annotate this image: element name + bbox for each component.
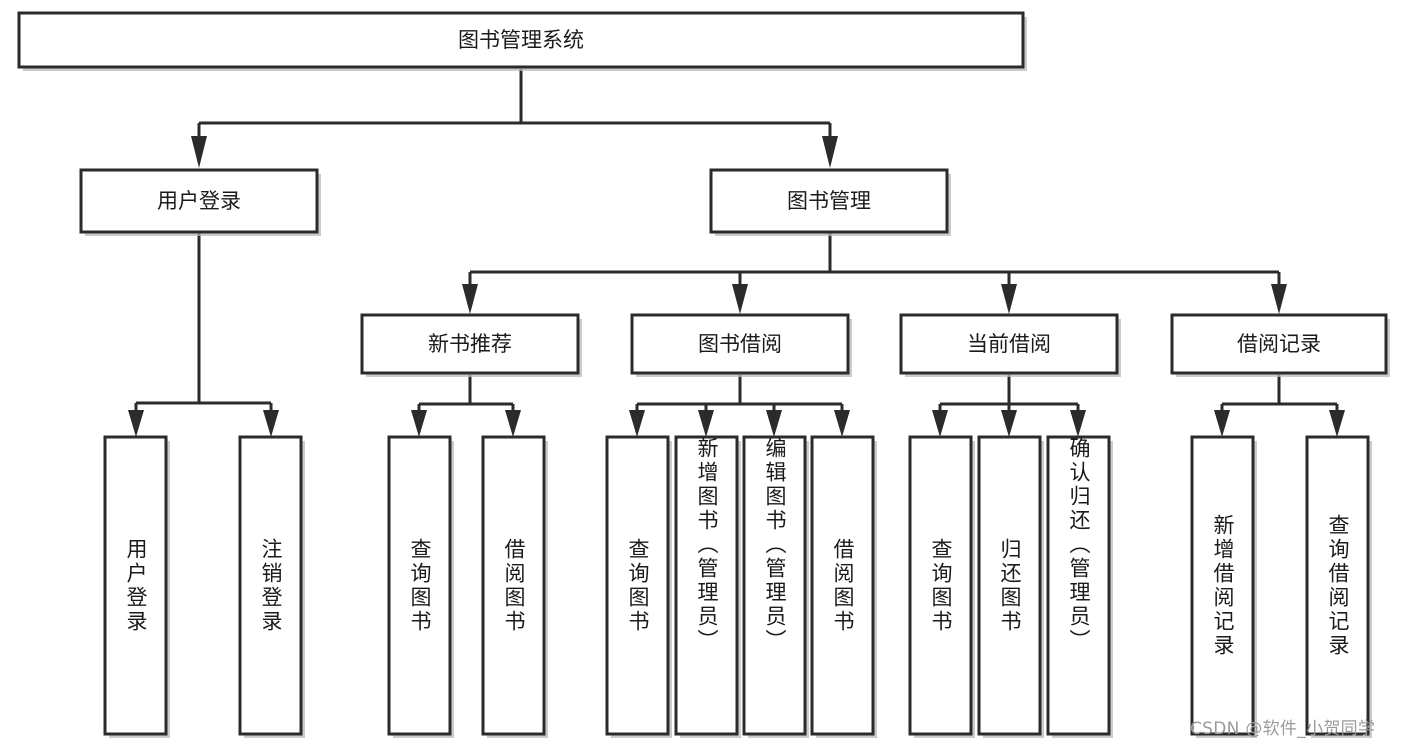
arrow-to-leaf-borrow-book-2 [834, 410, 850, 437]
node-root[interactable]: 图书管理系统 [17, 11, 1027, 71]
node-borrow-record[interactable]: 借阅记录 [1170, 313, 1390, 377]
arrow-to-leaf-user-login [128, 410, 144, 437]
new-book-recommend-box[interactable] [360, 313, 580, 375]
leaf-query-record-box[interactable] [1305, 435, 1370, 736]
node-user-login[interactable]: 用户登录 [79, 168, 321, 236]
connectors-group [128, 69, 1345, 437]
leaf-boxes-group [103, 435, 1372, 738]
leaf-query-book-1-box[interactable] [387, 435, 452, 736]
user-login-box[interactable] [79, 168, 319, 234]
leaf-query-book-3-box[interactable] [908, 435, 973, 736]
arrow-to-leaf-query-record [1329, 410, 1345, 437]
arrow-to-leaf-query-book-3 [932, 410, 948, 437]
leaf-user-login-box[interactable] [103, 435, 168, 736]
arrow-to-leaf-borrow-book-1 [505, 410, 521, 437]
leaf-add-record-box[interactable] [1190, 435, 1255, 736]
arrow-to-leaf-add-record [1214, 410, 1230, 437]
arrow-to-leaf-query-book-1 [411, 410, 427, 437]
root-label: 图书管理系统 [458, 28, 584, 52]
arrow-root-to-book-management [822, 136, 838, 168]
book-management-box[interactable] [709, 168, 949, 234]
leaf-edit-book-box[interactable] [742, 435, 807, 736]
leaf-logout-login-box[interactable] [238, 435, 303, 736]
book-borrow-box[interactable] [630, 313, 850, 375]
arrow-to-borrow-record [1271, 284, 1287, 314]
arrow-to-leaf-return-book [1001, 410, 1017, 437]
leaf-borrow-book-1-box[interactable] [481, 435, 546, 736]
arrow-to-leaf-logout-login [263, 410, 279, 437]
leaf-borrow-book-2-box[interactable] [810, 435, 875, 736]
book-management-label: 图书管理 [787, 189, 871, 213]
node-current-borrow[interactable]: 当前借阅 [899, 313, 1121, 377]
leaf-return-book-box[interactable] [977, 435, 1042, 736]
book-borrow-label: 图书借阅 [698, 332, 782, 356]
root-box[interactable] [17, 11, 1025, 69]
current-borrow-box[interactable] [899, 313, 1119, 375]
arrow-to-leaf-add-book [698, 410, 714, 437]
leaf-add-book-box[interactable] [674, 435, 739, 736]
arrow-to-leaf-query-book-2 [629, 410, 645, 437]
node-book-management[interactable]: 图书管理 [709, 168, 951, 236]
current-borrow-label: 当前借阅 [967, 332, 1051, 356]
arrow-to-current-borrow [1001, 284, 1017, 314]
arrow-to-book-borrow [732, 284, 748, 314]
leaf-query-book-2-box[interactable] [605, 435, 670, 736]
arrow-to-leaf-edit-book [766, 410, 782, 437]
arrow-to-new-book-recommend [462, 284, 478, 314]
user-login-label: 用户登录 [157, 189, 241, 213]
borrow-record-label: 借阅记录 [1237, 332, 1321, 356]
node-book-borrow[interactable]: 图书借阅 [630, 313, 852, 377]
arrow-to-leaf-confirm-return [1070, 410, 1086, 437]
leaf-confirm-return-box[interactable] [1046, 435, 1111, 736]
arrow-root-to-user-login [191, 136, 207, 168]
borrow-record-box[interactable] [1170, 313, 1388, 375]
csdn-watermark: CSDN @软件_小贺同学 [1190, 719, 1376, 739]
new-book-recommend-label: 新书推荐 [428, 332, 512, 356]
node-new-book-recommend[interactable]: 新书推荐 [360, 313, 582, 377]
